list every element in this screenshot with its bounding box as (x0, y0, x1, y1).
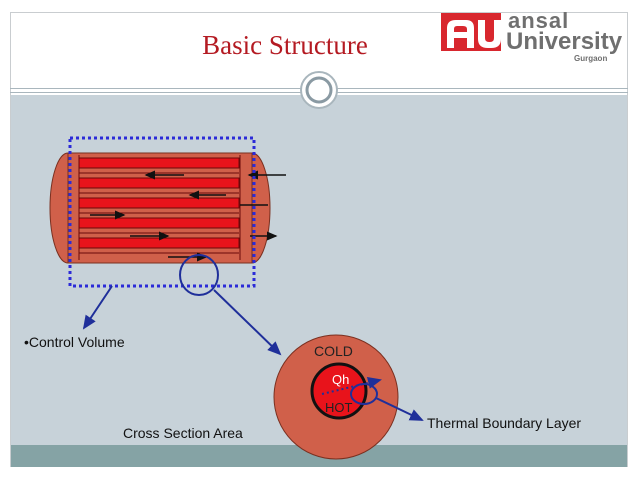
cold-label: COLD (314, 343, 353, 359)
tube (78, 157, 240, 169)
cross-section-inner (310, 362, 368, 420)
qh-label: Qh (332, 372, 349, 387)
frame-top-border (10, 12, 628, 13)
logo-text-gurgaon: Gurgaon (574, 54, 608, 63)
title-ornament-icon (300, 71, 338, 109)
boundary-layer-pointer (375, 397, 424, 421)
tube (78, 177, 240, 189)
slide-title: Basic Structure (202, 30, 368, 60)
control-volume-label: •Control Volume (24, 334, 125, 350)
tube (78, 197, 240, 209)
cross-section-pointer (213, 289, 282, 356)
boundary-layer-label: Thermal Boundary Layer (427, 415, 582, 431)
logo-text-ansal: ansal (508, 8, 570, 33)
zoom-circle (179, 254, 219, 296)
frame-left-border (10, 12, 11, 467)
control-volume-box (68, 136, 256, 288)
cross-section-label: Cross Section Area (123, 425, 243, 441)
ansal-logo-icon (441, 13, 501, 51)
tube (78, 217, 240, 229)
tube (78, 237, 240, 249)
hot-label: HOT (325, 400, 353, 415)
logo-text-university: University (506, 28, 623, 55)
boundary-layer-circle (350, 383, 378, 405)
control-volume-pointer (82, 285, 113, 330)
frame-right-border (627, 12, 628, 467)
